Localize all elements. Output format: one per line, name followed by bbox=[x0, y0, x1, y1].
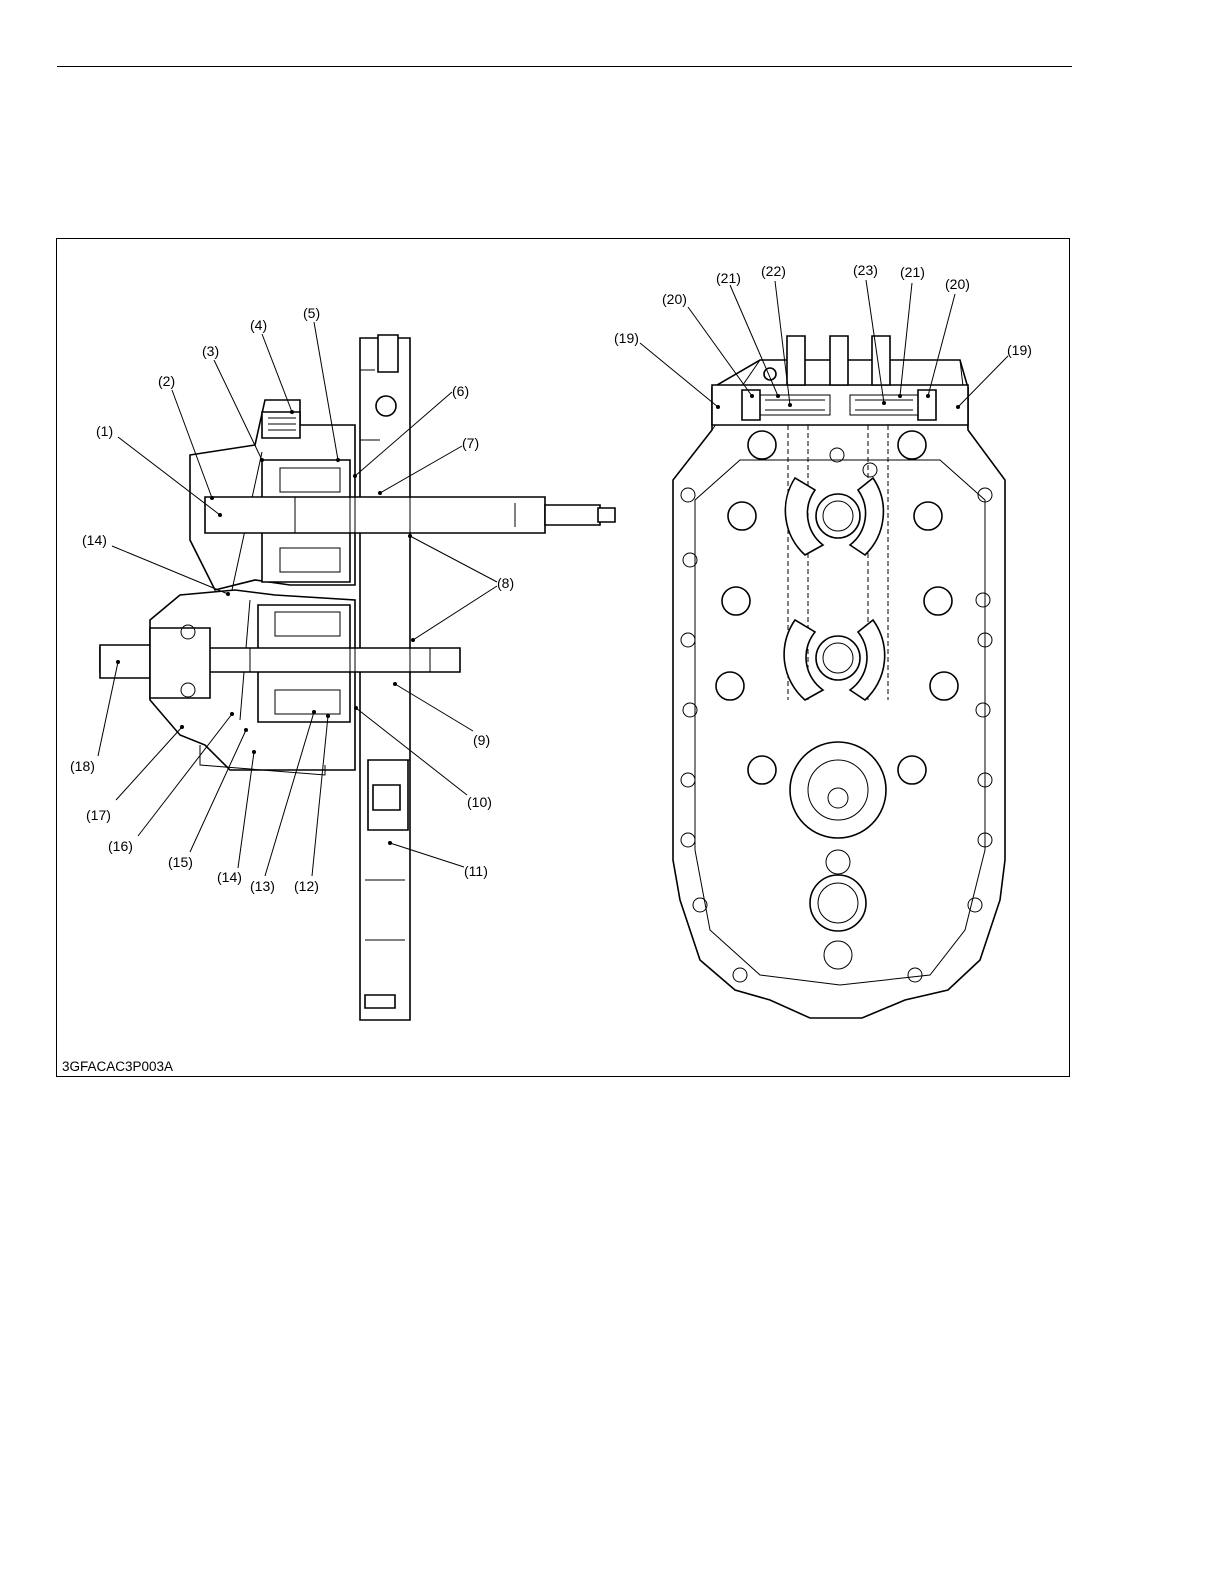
callout-21-left: (21) bbox=[716, 270, 741, 286]
callout-18: (18) bbox=[70, 758, 95, 774]
callout-15: (15) bbox=[168, 854, 193, 870]
callout-5: (5) bbox=[303, 305, 320, 321]
side-section-view bbox=[100, 335, 615, 1020]
callout-2: (2) bbox=[158, 373, 175, 389]
end-face-view bbox=[673, 336, 1005, 1018]
callout-14-upper: (14) bbox=[82, 532, 107, 548]
callout-11: (11) bbox=[464, 863, 488, 879]
callout-20-right: (20) bbox=[945, 276, 970, 292]
callout-1: (1) bbox=[96, 423, 113, 439]
callout-19-left: (19) bbox=[614, 330, 639, 346]
callout-labels-right: (19) (20) (21) (22) (23) (21) (20) (19) bbox=[614, 262, 1032, 358]
callout-16: (16) bbox=[108, 838, 133, 854]
callout-10: (10) bbox=[467, 794, 492, 810]
callout-4: (4) bbox=[250, 317, 267, 333]
figure-code: 3GFACAC3P003A bbox=[62, 1059, 173, 1074]
callout-7: (7) bbox=[462, 435, 479, 451]
callout-6: (6) bbox=[452, 383, 469, 399]
callout-14-lower: (14) bbox=[217, 869, 242, 885]
callout-22: (22) bbox=[761, 263, 786, 279]
callout-9: (9) bbox=[473, 732, 490, 748]
callout-8: (8) bbox=[497, 575, 514, 591]
callout-13: (13) bbox=[250, 878, 275, 894]
callout-20-left: (20) bbox=[662, 291, 687, 307]
callout-23: (23) bbox=[853, 262, 878, 278]
callout-3: (3) bbox=[202, 343, 219, 359]
callout-21-right: (21) bbox=[900, 264, 925, 280]
callout-19-right: (19) bbox=[1007, 342, 1032, 358]
callout-17: (17) bbox=[86, 807, 111, 823]
callout-12: (12) bbox=[294, 878, 319, 894]
